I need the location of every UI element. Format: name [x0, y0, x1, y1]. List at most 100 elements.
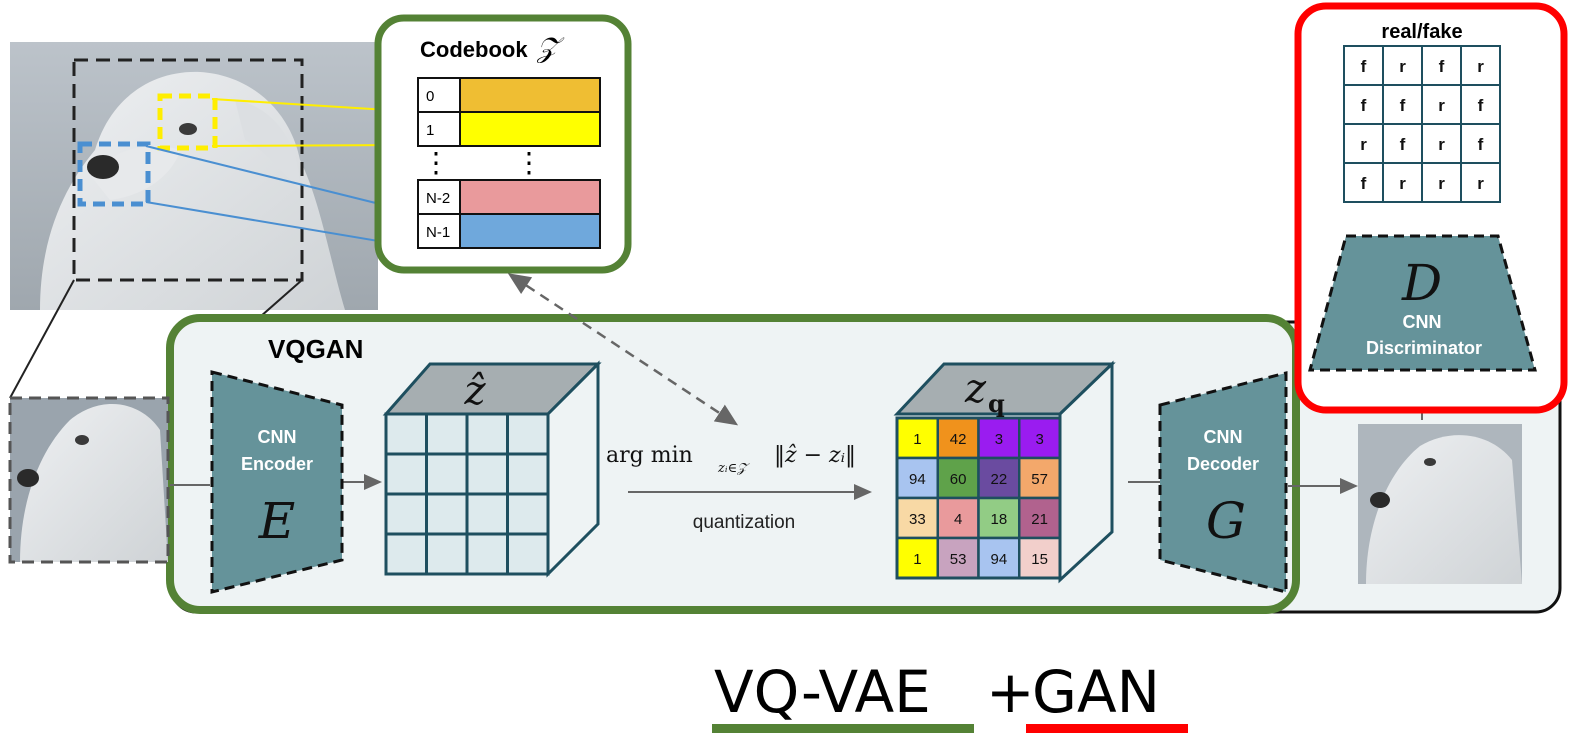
real-fake-title: real/fake	[1381, 21, 1462, 43]
dog-image-large	[10, 42, 378, 310]
caption-gan: GAN	[1032, 658, 1160, 726]
decoder-line2: Decoder	[1187, 454, 1259, 474]
real-fake-value: r	[1477, 174, 1484, 193]
codebook-vector	[459, 179, 601, 215]
real-fake-value: f	[1478, 135, 1484, 154]
zq-cell: 1	[895, 416, 939, 460]
discriminator-line2: Discriminator	[1366, 338, 1482, 358]
zq-cell-value: 22	[991, 471, 1008, 488]
zq-cell-value: 15	[1031, 551, 1048, 568]
vqgan-title: VQGAN	[268, 334, 363, 364]
formula-argmin: arg min	[606, 443, 693, 468]
codebook: Codebook 𝒵 01N-2N-1 ⋮ ⋮	[374, 14, 632, 274]
zq-cell-value: 60	[950, 471, 967, 488]
decoder: CNN Decoder G	[1158, 371, 1288, 594]
real-fake-value: r	[1438, 174, 1445, 193]
zhat-cube: ẑ	[382, 360, 602, 578]
real-fake-value: r	[1438, 135, 1445, 154]
real-fake-value: r	[1399, 57, 1406, 76]
output-image	[1358, 424, 1522, 584]
caption-vqvae-underline	[712, 724, 974, 733]
real-fake-value: f	[1361, 174, 1367, 193]
caption-vqvae: VQ-VAE	[714, 658, 931, 726]
real-fake-cell: f	[1421, 45, 1462, 86]
real-fake-cell: f	[1382, 84, 1423, 125]
caption-gan-underline	[1026, 724, 1188, 733]
zq-cell-value: 18	[991, 511, 1008, 528]
zq-cell-value: 53	[950, 551, 967, 568]
zq-cell-value: 3	[1035, 431, 1043, 448]
discriminator-line1: CNN	[1403, 312, 1442, 332]
zq-cell: 53	[936, 536, 980, 580]
connector-blue-bottom	[145, 201, 421, 249]
zq-cell: 3	[1018, 416, 1062, 460]
codebook-index-cell	[417, 213, 461, 249]
codebook-row: N-1	[417, 213, 601, 249]
real-fake-cell: r	[1421, 162, 1462, 203]
decoder-line1: CNN	[1204, 427, 1243, 447]
patch-blue	[77, 141, 151, 207]
codebook-index-label: N-1	[426, 224, 450, 241]
zq-cell-value: 21	[1031, 511, 1048, 528]
encoder-line2: Encoder	[241, 454, 313, 474]
zq-cell: 94	[895, 456, 939, 500]
real-fake-cell: f	[1382, 123, 1423, 164]
crop-region	[72, 58, 304, 282]
real-fake-cell: r	[1343, 123, 1384, 164]
encoder: CNN Encoder E	[210, 370, 344, 594]
formula-norm: ‖ẑ − zᵢ‖	[774, 443, 856, 468]
zq-cell-value: 57	[1031, 471, 1048, 488]
zq-cell-value: 1	[913, 431, 921, 448]
encoder-line1: CNN	[258, 427, 297, 447]
formula-subscript: zᵢ∈𝒵	[717, 461, 750, 476]
real-fake-value: f	[1478, 96, 1484, 115]
codebook-index-label: 1	[426, 122, 434, 139]
zq-cell: 33	[895, 496, 939, 540]
zq-cell-value: 3	[995, 431, 1003, 448]
quantization-label: quantization	[693, 512, 795, 533]
codebook-title: Codebook	[420, 37, 528, 62]
zq-cell: 42	[936, 416, 980, 460]
codebook-ellipsis-right: ⋮	[515, 147, 543, 178]
real-fake-value: f	[1361, 57, 1367, 76]
zq-cell: 94	[977, 536, 1021, 580]
zq-label: z	[964, 366, 987, 412]
caption-plus: +	[986, 658, 1035, 726]
real-fake-cell: f	[1460, 123, 1501, 164]
real-fake-cell: r	[1421, 123, 1462, 164]
codebook-row: 0	[417, 77, 601, 113]
zq-cell: 21	[1018, 496, 1062, 540]
codebook-vector	[459, 77, 601, 113]
zq-cell-value: 94	[991, 551, 1008, 568]
real-fake-value: f	[1400, 135, 1406, 154]
real-fake-cell: r	[1460, 162, 1501, 203]
zq-cell-value: 1	[913, 551, 921, 568]
real-fake-cell: r	[1382, 162, 1423, 203]
quantization-formula: arg min zᵢ∈𝒵 ‖ẑ − zᵢ‖ quantization	[606, 443, 856, 533]
real-fake-value: r	[1438, 96, 1445, 115]
connector-blue-top	[145, 145, 421, 215]
real-fake-value: f	[1361, 96, 1367, 115]
patch-yellow	[157, 93, 218, 151]
codebook-vector	[459, 111, 601, 147]
real-fake-value: r	[1399, 174, 1406, 193]
zq-cell: 57	[1018, 456, 1062, 500]
real-fake-cell: r	[1421, 84, 1462, 125]
zq-cell: 60	[936, 456, 980, 500]
input-image	[8, 396, 170, 564]
codebook-index-label: 0	[426, 88, 434, 105]
zq-cell-value: 4	[954, 511, 962, 528]
zq-cell-value: 33	[909, 511, 926, 528]
decoder-symbol: G	[1206, 492, 1246, 550]
real-fake-cell: f	[1343, 84, 1384, 125]
caption: VQ-VAE + GAN	[712, 658, 1188, 733]
codebook-vector	[459, 213, 601, 249]
arrow-codebook-lookup	[507, 273, 739, 426]
real-fake-value: f	[1439, 57, 1445, 76]
real-fake-cell: f	[1460, 84, 1501, 125]
zq-cell: 18	[977, 496, 1021, 540]
zq-cell-value: 94	[909, 471, 926, 488]
zq-cell: 22	[977, 456, 1021, 500]
zq-cell: 15	[1018, 536, 1062, 580]
zq-cell: 4	[936, 496, 980, 540]
